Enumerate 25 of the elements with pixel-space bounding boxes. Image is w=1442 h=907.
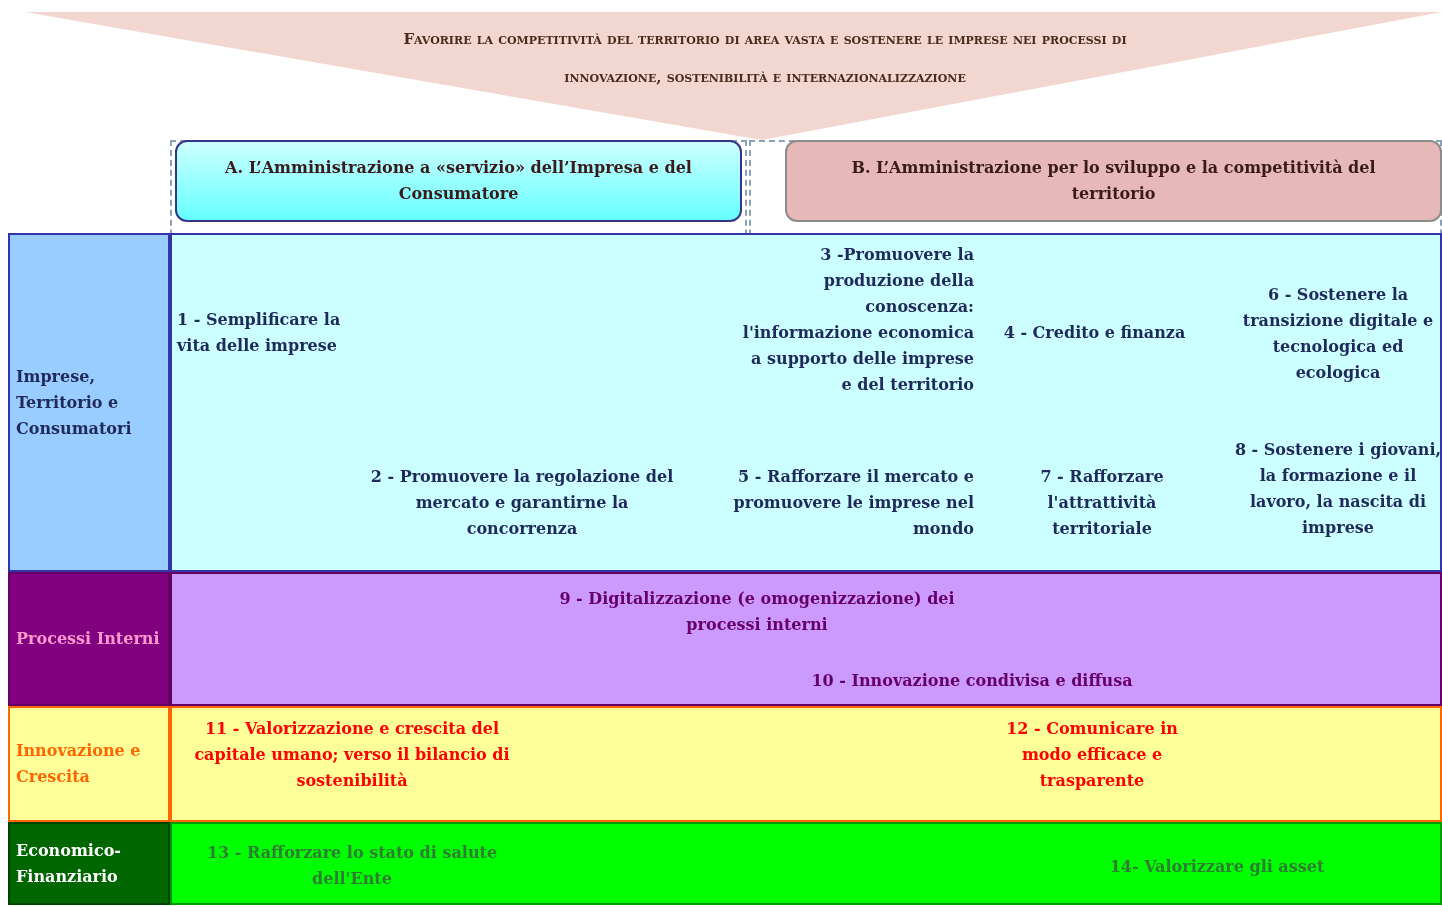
objective-text: 9 - Digitalizzazione (e omogenizzazione) dei processi interni	[558, 588, 956, 636]
objective-text: 4 - Credito e finanza	[1002, 322, 1187, 344]
perspective-box: B. L’Amministrazione per lo sviluppo e la competitività del territorio	[785, 140, 1442, 222]
objective-text: 6 - Sostenere la transizione digitale e tecnologica ed ecologica	[1241, 284, 1435, 384]
objective-text: 11 - Valorizzazione e crescita del capitale umano; verso il bilancio di sostenibilità	[193, 718, 511, 792]
objective-text: 2 - Promuovere la regolazione del mercato e garantirne la concorrenza	[369, 466, 675, 540]
row-header: Processi Interni	[8, 572, 170, 706]
row-header: Imprese, Territorio e Consumatori	[8, 233, 170, 572]
objective-text: 1 - Semplificare la vita delle imprese	[177, 309, 342, 357]
perspective-box: A. L’Amministrazione a «servizio» dell’Impresa e del Consumatore	[175, 140, 742, 222]
row-band	[170, 233, 1442, 572]
objective-text: 10 - Innovazione condivisa e diffusa	[810, 670, 1134, 692]
objective-text: 14- Valorizzare gli asset	[1108, 856, 1326, 878]
objective-text: 8 - Sostenere i giovani, la formazione e il lavoro, la nascita di imprese	[1233, 439, 1442, 539]
objective-text: 5 - Rafforzare il mercato e promuovere le imprese nel mondo	[732, 466, 974, 540]
row-band	[170, 572, 1442, 706]
title-text: Favorire la competitività del territorio di area vasta e sostenere le imprese nei processi di innovazione, sostenibilità e internazionalizzazione	[402, 29, 1128, 88]
objective-text: 12 - Comunicare in modo efficace e trasparente	[1005, 718, 1179, 792]
row-header: Economico-Finanziario	[8, 822, 170, 905]
objective-text: 3 -Promuovere la produzione della conoscenza: l'informazione economica a supporto delle imprese e del territorio	[742, 244, 974, 396]
row-band	[170, 706, 1442, 822]
row-header: Innovazione e Crescita	[8, 706, 170, 822]
objective-text: 13 - Rafforzare lo stato di salute dell'Ente	[205, 842, 499, 890]
objective-text: 7 - Rafforzare l'attrattività territoriale	[1039, 466, 1165, 540]
row-band	[170, 822, 1442, 905]
